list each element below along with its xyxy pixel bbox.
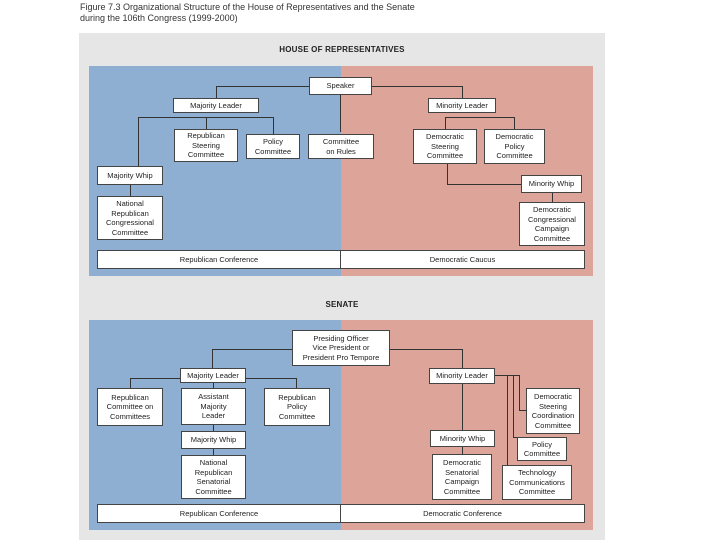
connector xyxy=(513,375,514,437)
connector xyxy=(216,86,217,98)
connector xyxy=(372,86,462,87)
connector xyxy=(462,447,463,454)
connector xyxy=(519,375,520,411)
connector xyxy=(519,410,526,411)
dccc-box: Democratic Congressional Campaign Commit… xyxy=(519,202,585,246)
connector xyxy=(130,378,131,388)
connector xyxy=(462,384,463,430)
connector xyxy=(216,86,309,87)
speaker-box: Speaker xyxy=(309,77,372,95)
senate-minority-leader-box: Minority Leader xyxy=(429,368,495,384)
house-title: HOUSE OF REPRESENTATIVES xyxy=(279,45,405,54)
technology-communications-committee-box: Technology Communications Committee xyxy=(502,465,572,500)
connector xyxy=(445,117,515,118)
connector xyxy=(552,193,553,202)
connector xyxy=(390,349,463,350)
democratic-policy-committee-box: Democratic Policy Committee xyxy=(484,129,545,164)
connector xyxy=(447,184,521,185)
connector xyxy=(296,378,297,388)
house-democratic-caucus-bar: Democratic Caucus xyxy=(341,250,585,269)
connector xyxy=(138,117,139,166)
connector xyxy=(212,349,213,368)
connector xyxy=(212,349,293,350)
figure-caption: Figure 7.3 Organizational Structure of t… xyxy=(80,2,415,23)
connector xyxy=(514,117,515,129)
house-policy-committee-box: Policy Committee xyxy=(246,134,300,159)
connector xyxy=(213,382,214,388)
connector xyxy=(273,117,274,134)
democratic-steering-coordination-committee-box: Democratic Steering Coordination Committ… xyxy=(526,388,580,434)
connector xyxy=(213,425,214,431)
connector xyxy=(445,117,446,129)
republican-policy-committee-box: Republican Policy Committee xyxy=(264,388,330,426)
connector xyxy=(130,185,131,196)
senate-majority-whip-box: Majority Whip xyxy=(181,431,246,449)
senate-majority-leader-box: Majority Leader xyxy=(180,368,246,383)
connector xyxy=(462,349,463,368)
connector xyxy=(340,95,341,132)
rules-committee-box: Committee on Rules xyxy=(308,134,374,159)
house-minority-leader-box: Minority Leader xyxy=(428,98,496,113)
connector xyxy=(447,164,448,185)
connector xyxy=(213,449,214,455)
house-majority-leader-box: Majority Leader xyxy=(173,98,259,113)
house-minority-whip-box: Minority Whip xyxy=(521,175,582,193)
nrcc-box: National Republican Congressional Commit… xyxy=(97,196,163,240)
assistant-majority-leader-box: Assistant Majority Leader xyxy=(181,388,246,425)
dscc-box: Democratic Senatorial Campaign Committee xyxy=(432,454,492,500)
connector xyxy=(507,375,508,465)
presiding-officer-box: Presiding Officer Vice President or Pres… xyxy=(292,330,390,366)
senate-title: SENATE xyxy=(325,300,359,309)
senate-democratic-conference-bar: Democratic Conference xyxy=(341,504,585,523)
nrsc-box: National Republican Senatorial Committee xyxy=(181,455,246,499)
connector xyxy=(513,437,517,438)
democratic-steering-committee-box: Democratic Steering Committee xyxy=(413,129,477,164)
connector xyxy=(462,86,463,98)
senate-republican-conference-bar: Republican Conference xyxy=(97,504,341,523)
house-majority-whip-box: Majority Whip xyxy=(97,166,163,185)
senate-minority-whip-box: Minority Whip xyxy=(430,430,495,447)
senate-policy-committee-box: Policy Committee xyxy=(517,437,567,461)
republican-committee-on-committees-box: Republican Committee on Committees xyxy=(97,388,163,426)
house-republican-conference-bar: Republican Conference xyxy=(97,250,341,269)
connector xyxy=(206,117,207,129)
republican-steering-committee-box: Republican Steering Committee xyxy=(174,129,238,162)
